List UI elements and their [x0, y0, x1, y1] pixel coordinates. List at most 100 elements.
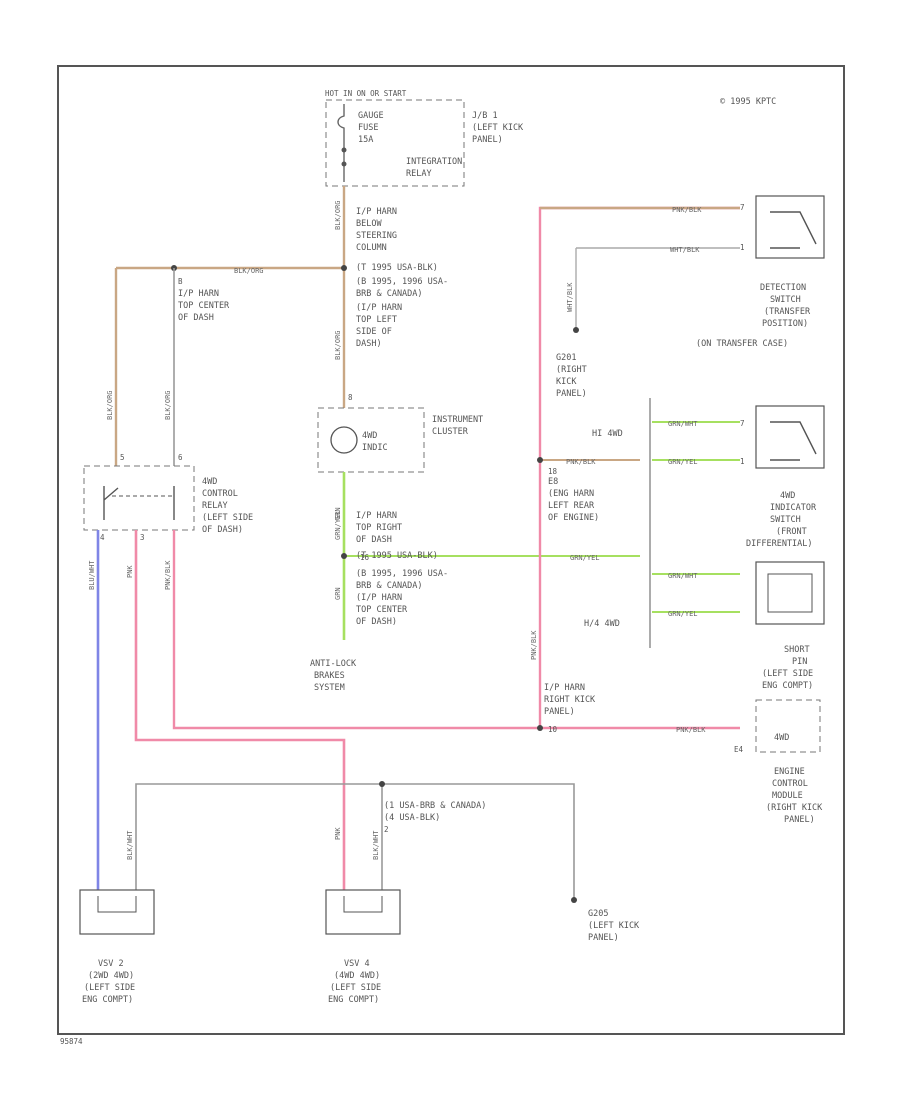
wire-label-grn: GRN: [334, 507, 342, 520]
wire-label-wht-blk-vert: WHT/BLK: [566, 282, 574, 312]
ground-g201: [573, 327, 579, 333]
wire-label-pnk-vsv2: PNK: [334, 827, 342, 840]
wire-label-pnk: PNK: [126, 565, 134, 578]
ip-b-1: BRB & CANADA): [356, 581, 423, 591]
conn-c16: 16: [360, 553, 370, 562]
ecm-box: [755, 699, 821, 753]
detection-2: (TRANSFER: [764, 307, 811, 317]
ip-right-kick-1: RIGHT KICK: [544, 695, 596, 705]
wire-label-grn2: GRN: [334, 587, 342, 600]
conn-c18: 18: [548, 467, 558, 476]
ip-col-2: STEERING: [356, 231, 397, 241]
short-pin-2: (LEFT SIDE: [762, 669, 813, 679]
indicator-4: DIFFERENTIAL): [746, 539, 813, 549]
ecm-2: MODULE: [772, 791, 803, 801]
copyright: © 1995 KPTC: [720, 97, 776, 107]
power-label: HOT IN ON OR START: [325, 89, 407, 98]
antilock-0: ANTI-LOCK: [310, 659, 357, 669]
conn-c7a: 7: [740, 203, 745, 212]
wire-label-blk-org-top: BLK/ORG: [334, 330, 342, 360]
ip-right-kick-2: PANEL): [544, 707, 575, 717]
relay-label-0: 4WD: [202, 477, 217, 487]
ground-g205: [571, 897, 577, 903]
splice-ground: [379, 781, 385, 787]
footer-code: 95874: [60, 1037, 83, 1046]
ip-col-10: DASH): [356, 339, 382, 349]
wire-label-wht-blk: WHT/BLK: [670, 246, 700, 254]
wire-label-pnk-blk-relay: PNK/BLK: [164, 560, 172, 590]
vsv1-0: VSV 2: [98, 959, 124, 969]
relay-line-1: INTEGRATION: [406, 157, 462, 167]
wire-label-grn-yel-1: GRN/YEL: [668, 458, 698, 466]
g205-2: PANEL): [588, 933, 619, 943]
ip-col-0: I/P HARN: [356, 207, 397, 217]
relay-line-2: RELAY: [406, 169, 432, 179]
g205-1: (LEFT KICK: [588, 921, 640, 931]
conn-c1b: 1: [740, 457, 745, 466]
fuse-symbol: [337, 104, 345, 182]
relay-label-2: RELAY: [202, 501, 228, 511]
indicator-1: INDICATOR: [770, 503, 817, 513]
indicator-2: SWITCH: [770, 515, 801, 525]
wire-right-tan-top: [538, 206, 740, 660]
wire-pnk-blk-relay: [172, 530, 540, 730]
ecm-3: (RIGHT KICK: [766, 803, 823, 813]
wire-ground-bus: [135, 783, 575, 900]
ecm-connector: E4: [734, 745, 744, 754]
detection-4: (ON TRANSFER CASE): [696, 339, 788, 349]
vsv2-0: VSV 4: [344, 959, 370, 969]
ip-right-kick-0: I/P HARN: [544, 683, 585, 693]
detection-switch-box: [755, 195, 825, 259]
splice-right-mid: [537, 457, 543, 463]
wire-label-blk-vsv1: BLK/WHT: [126, 830, 134, 860]
vsv1-2: (LEFT SIDE: [84, 983, 135, 993]
splice-center: [341, 265, 347, 271]
ip-col-1: BELOW: [356, 219, 382, 229]
ecm-4: PANEL): [784, 815, 815, 825]
fuse-dot: [341, 147, 347, 153]
ecm-pin: 4WD: [774, 733, 789, 743]
wire-label-pnk-blk-top: PNK/BLK: [672, 206, 702, 214]
ip-top-right-2: OF DASH: [356, 535, 392, 545]
mode-lo: H/4 4WD: [584, 619, 620, 629]
short-pin-1: PIN: [792, 657, 807, 667]
conn-c2: 2: [384, 825, 389, 834]
jb-line-3: PANEL): [472, 135, 503, 145]
wire-label-blk-org-gray: BLK/ORG: [164, 390, 172, 420]
relay-label-1: CONTROL: [202, 489, 238, 499]
ecm-0: ENGINE: [774, 767, 805, 777]
conn-c6: 6: [178, 453, 183, 462]
eng-harn-2: LEFT REAR: [548, 501, 595, 511]
indicator-3: (FRONT: [776, 527, 807, 537]
detection-1: SWITCH: [770, 295, 801, 305]
g201-2: KICK: [556, 377, 577, 387]
vsv-bottom-0: (1 USA-BRB & CANADA): [384, 801, 486, 811]
cluster-line-1: INSTRUMENT: [432, 415, 483, 425]
antilock-1: BRAKES: [314, 671, 345, 681]
ip-col-9: SIDE OF: [356, 327, 392, 337]
relay-label-3: (LEFT SIDE: [202, 513, 253, 523]
relay-dot: [341, 161, 347, 167]
wire-label-blu-wht: BLU/WHT: [88, 560, 96, 590]
fuse-line-1: GAUGE: [358, 111, 384, 121]
vsv1-box: [79, 889, 155, 935]
fuse-line-3: 15A: [358, 135, 373, 145]
short-pin-3: ENG COMPT): [762, 681, 813, 691]
diagram-border: [57, 65, 845, 1035]
ip-b-0: (B 1995, 1996 USA-: [356, 569, 448, 579]
g201-0: G201: [556, 353, 576, 363]
ip-col-5: (B 1995, 1996 USA-: [356, 277, 448, 287]
lamp-line-1: 4WD: [362, 431, 377, 441]
conn-c7b: 7: [740, 419, 745, 428]
relay-switch: [103, 486, 175, 520]
conn-c1a: 1: [740, 243, 745, 252]
g201-1: (RIGHT: [556, 365, 587, 375]
conn-c10: 10: [548, 725, 558, 734]
wire-label-blk-vsv2: BLK/WHT: [372, 830, 380, 860]
lamp-line-2: INDIC: [362, 443, 388, 453]
ip-top-right-1: TOP RIGHT: [356, 523, 402, 533]
splice-label-3: OF DASH: [178, 313, 214, 323]
conn-c3: 3: [140, 533, 145, 542]
antilock-2: SYSTEM: [314, 683, 345, 693]
